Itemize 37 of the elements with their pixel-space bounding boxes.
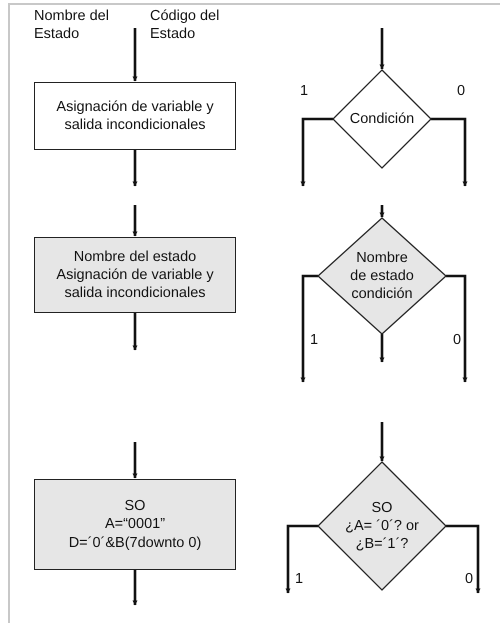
- arrow: [132, 150, 138, 186]
- arrow: [132, 570, 138, 606]
- arrow: [446, 274, 468, 382]
- arrow: [132, 313, 138, 350]
- decision-diamond: [318, 218, 446, 334]
- arrow: [132, 205, 138, 236]
- decision-diamond: [333, 70, 431, 168]
- arrow: [132, 28, 138, 82]
- box-text: D=´0´&B(7downto 0): [68, 534, 202, 552]
- condition-text: SO: [372, 498, 392, 517]
- arrow: [380, 422, 384, 462]
- arrow: [286, 524, 318, 594]
- process-box: [34, 82, 236, 150]
- arrow: [300, 274, 318, 382]
- condition-text: ¿A= ´0´? or ¿B=´1´?: [344, 516, 420, 554]
- arrow: [431, 118, 468, 186]
- process-box: [34, 479, 236, 570]
- process-box: [34, 237, 236, 313]
- arrow: [132, 442, 138, 478]
- edge-label: 0: [456, 84, 466, 98]
- arrow: [300, 118, 333, 186]
- edge-label: 0: [464, 572, 474, 586]
- box-text: Asignación de variable y salida incondicionales: [55, 98, 215, 134]
- box-text: A=“0001”: [104, 515, 166, 534]
- decision-diamond: [318, 462, 446, 590]
- edge-label: 0: [452, 333, 462, 348]
- arrow: [380, 28, 384, 70]
- box-text: Asignación de variable y salida incondicionales: [55, 266, 215, 302]
- input-label: Código del Estado: [150, 7, 220, 44]
- arrow: [380, 334, 384, 362]
- box-text: Nombre del estado: [74, 248, 196, 266]
- condition-text: Condición: [350, 110, 414, 128]
- box-text: SO: [124, 497, 146, 516]
- condition-text: Nombre de estado condición: [349, 248, 415, 304]
- arrow: [380, 205, 384, 218]
- input-label: Nombre del Estado: [34, 7, 110, 44]
- arrow: [446, 524, 480, 594]
